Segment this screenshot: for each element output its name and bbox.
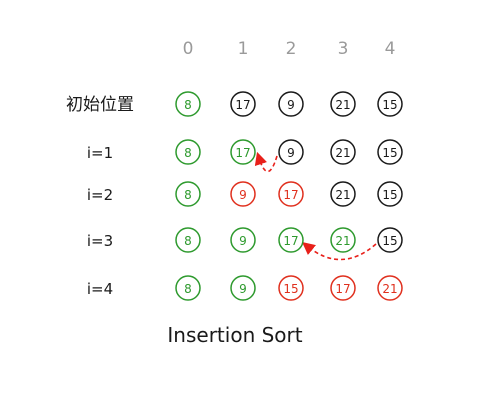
value-label: 17	[235, 98, 250, 112]
value-label: 9	[287, 146, 295, 160]
value-circle	[230, 181, 256, 207]
value-label: 8	[184, 282, 192, 296]
cell-r3-c0: 8	[175, 227, 201, 253]
value-circle	[175, 275, 201, 301]
value-circle	[330, 227, 356, 253]
value-label: 9	[239, 234, 247, 248]
cell-r0-c3: 21	[330, 91, 356, 117]
row-label-2: i=2	[87, 186, 113, 204]
value-circle	[330, 181, 356, 207]
cell-r3-c4: 15	[377, 227, 403, 253]
cell-r1-c2: 9	[278, 139, 304, 165]
cell-r4-c0: 8	[175, 275, 201, 301]
value-label: 21	[382, 282, 397, 296]
value-circle	[230, 139, 256, 165]
cell-r2-c0: 8	[175, 181, 201, 207]
cell-r1-c4: 15	[377, 139, 403, 165]
value-circle	[230, 227, 256, 253]
cell-r0-c0: 8	[175, 91, 201, 117]
value-label: 17	[235, 146, 250, 160]
cell-r3-c2: 17	[278, 227, 304, 253]
value-circle	[377, 139, 403, 165]
cell-r4-c2: 15	[278, 275, 304, 301]
value-circle	[278, 91, 304, 117]
value-label: 9	[239, 282, 247, 296]
value-label: 8	[184, 188, 192, 202]
cell-r0-c2: 9	[278, 91, 304, 117]
value-circle	[278, 139, 304, 165]
cell-r3-c3: 21	[330, 227, 356, 253]
value-circle	[175, 181, 201, 207]
row-label-3: i=3	[87, 232, 113, 250]
value-circle	[377, 275, 403, 301]
column-index-4: 4	[385, 39, 396, 59]
column-index-1: 1	[238, 39, 249, 59]
value-label: 9	[239, 188, 247, 202]
cell-r1-c1: 17	[230, 139, 256, 165]
column-index-row: 0 1 2 3 4	[183, 39, 396, 59]
column-index-3: 3	[338, 39, 349, 59]
value-label: 15	[382, 188, 397, 202]
move-arrows	[254, 151, 377, 261]
value-label: 9	[287, 98, 295, 112]
move-arrow-1	[302, 241, 377, 261]
cell-r2-c3: 21	[330, 181, 356, 207]
value-circle	[278, 275, 304, 301]
value-label: 15	[382, 98, 397, 112]
value-circle	[230, 275, 256, 301]
cell-r2-c4: 15	[377, 181, 403, 207]
value-label: 8	[184, 234, 192, 248]
value-circle	[377, 181, 403, 207]
column-index-2: 2	[286, 39, 297, 59]
value-label: 15	[283, 282, 298, 296]
value-label: 17	[283, 234, 298, 248]
row-labels: 初始位置 i=1 i=2 i=3 i=4	[66, 95, 134, 298]
value-label: 21	[335, 98, 350, 112]
value-circle	[230, 91, 256, 117]
value-circle	[278, 227, 304, 253]
value-circle	[330, 275, 356, 301]
column-index-0: 0	[183, 39, 194, 59]
cell-r0-c1: 17	[230, 91, 256, 117]
cell-r4-c3: 17	[330, 275, 356, 301]
value-circle	[377, 91, 403, 117]
row-label-4: i=4	[87, 280, 113, 298]
value-label: 8	[184, 146, 192, 160]
cell-r1-c3: 21	[330, 139, 356, 165]
value-circle	[377, 227, 403, 253]
cell-r4-c4: 21	[377, 275, 403, 301]
diagram-title: Insertion Sort	[167, 323, 302, 347]
value-label: 17	[283, 188, 298, 202]
cell-r0-c4: 15	[377, 91, 403, 117]
move-arrow-0	[254, 151, 278, 173]
value-circle	[175, 91, 201, 117]
row-label-0: 初始位置	[66, 95, 134, 115]
value-label: 15	[382, 146, 397, 160]
value-label: 21	[335, 188, 350, 202]
value-label: 15	[382, 234, 397, 248]
cell-r3-c1: 9	[230, 227, 256, 253]
value-label: 21	[335, 146, 350, 160]
cell-r1-c0: 8	[175, 139, 201, 165]
value-grid: 8 17 9 21 15 8 17 9 21 15 8 9 17 21 15 8 9 17 21 15 8 9 15 17 21	[175, 91, 403, 301]
value-circle	[175, 227, 201, 253]
value-label: 8	[184, 98, 192, 112]
value-label: 21	[335, 234, 350, 248]
value-circle	[330, 91, 356, 117]
value-label: 17	[335, 282, 350, 296]
row-label-1: i=1	[87, 144, 113, 162]
cell-r2-c2: 17	[278, 181, 304, 207]
value-circle	[175, 139, 201, 165]
value-circle	[330, 139, 356, 165]
cell-r4-c1: 9	[230, 275, 256, 301]
cell-r2-c1: 9	[230, 181, 256, 207]
value-circle	[278, 181, 304, 207]
